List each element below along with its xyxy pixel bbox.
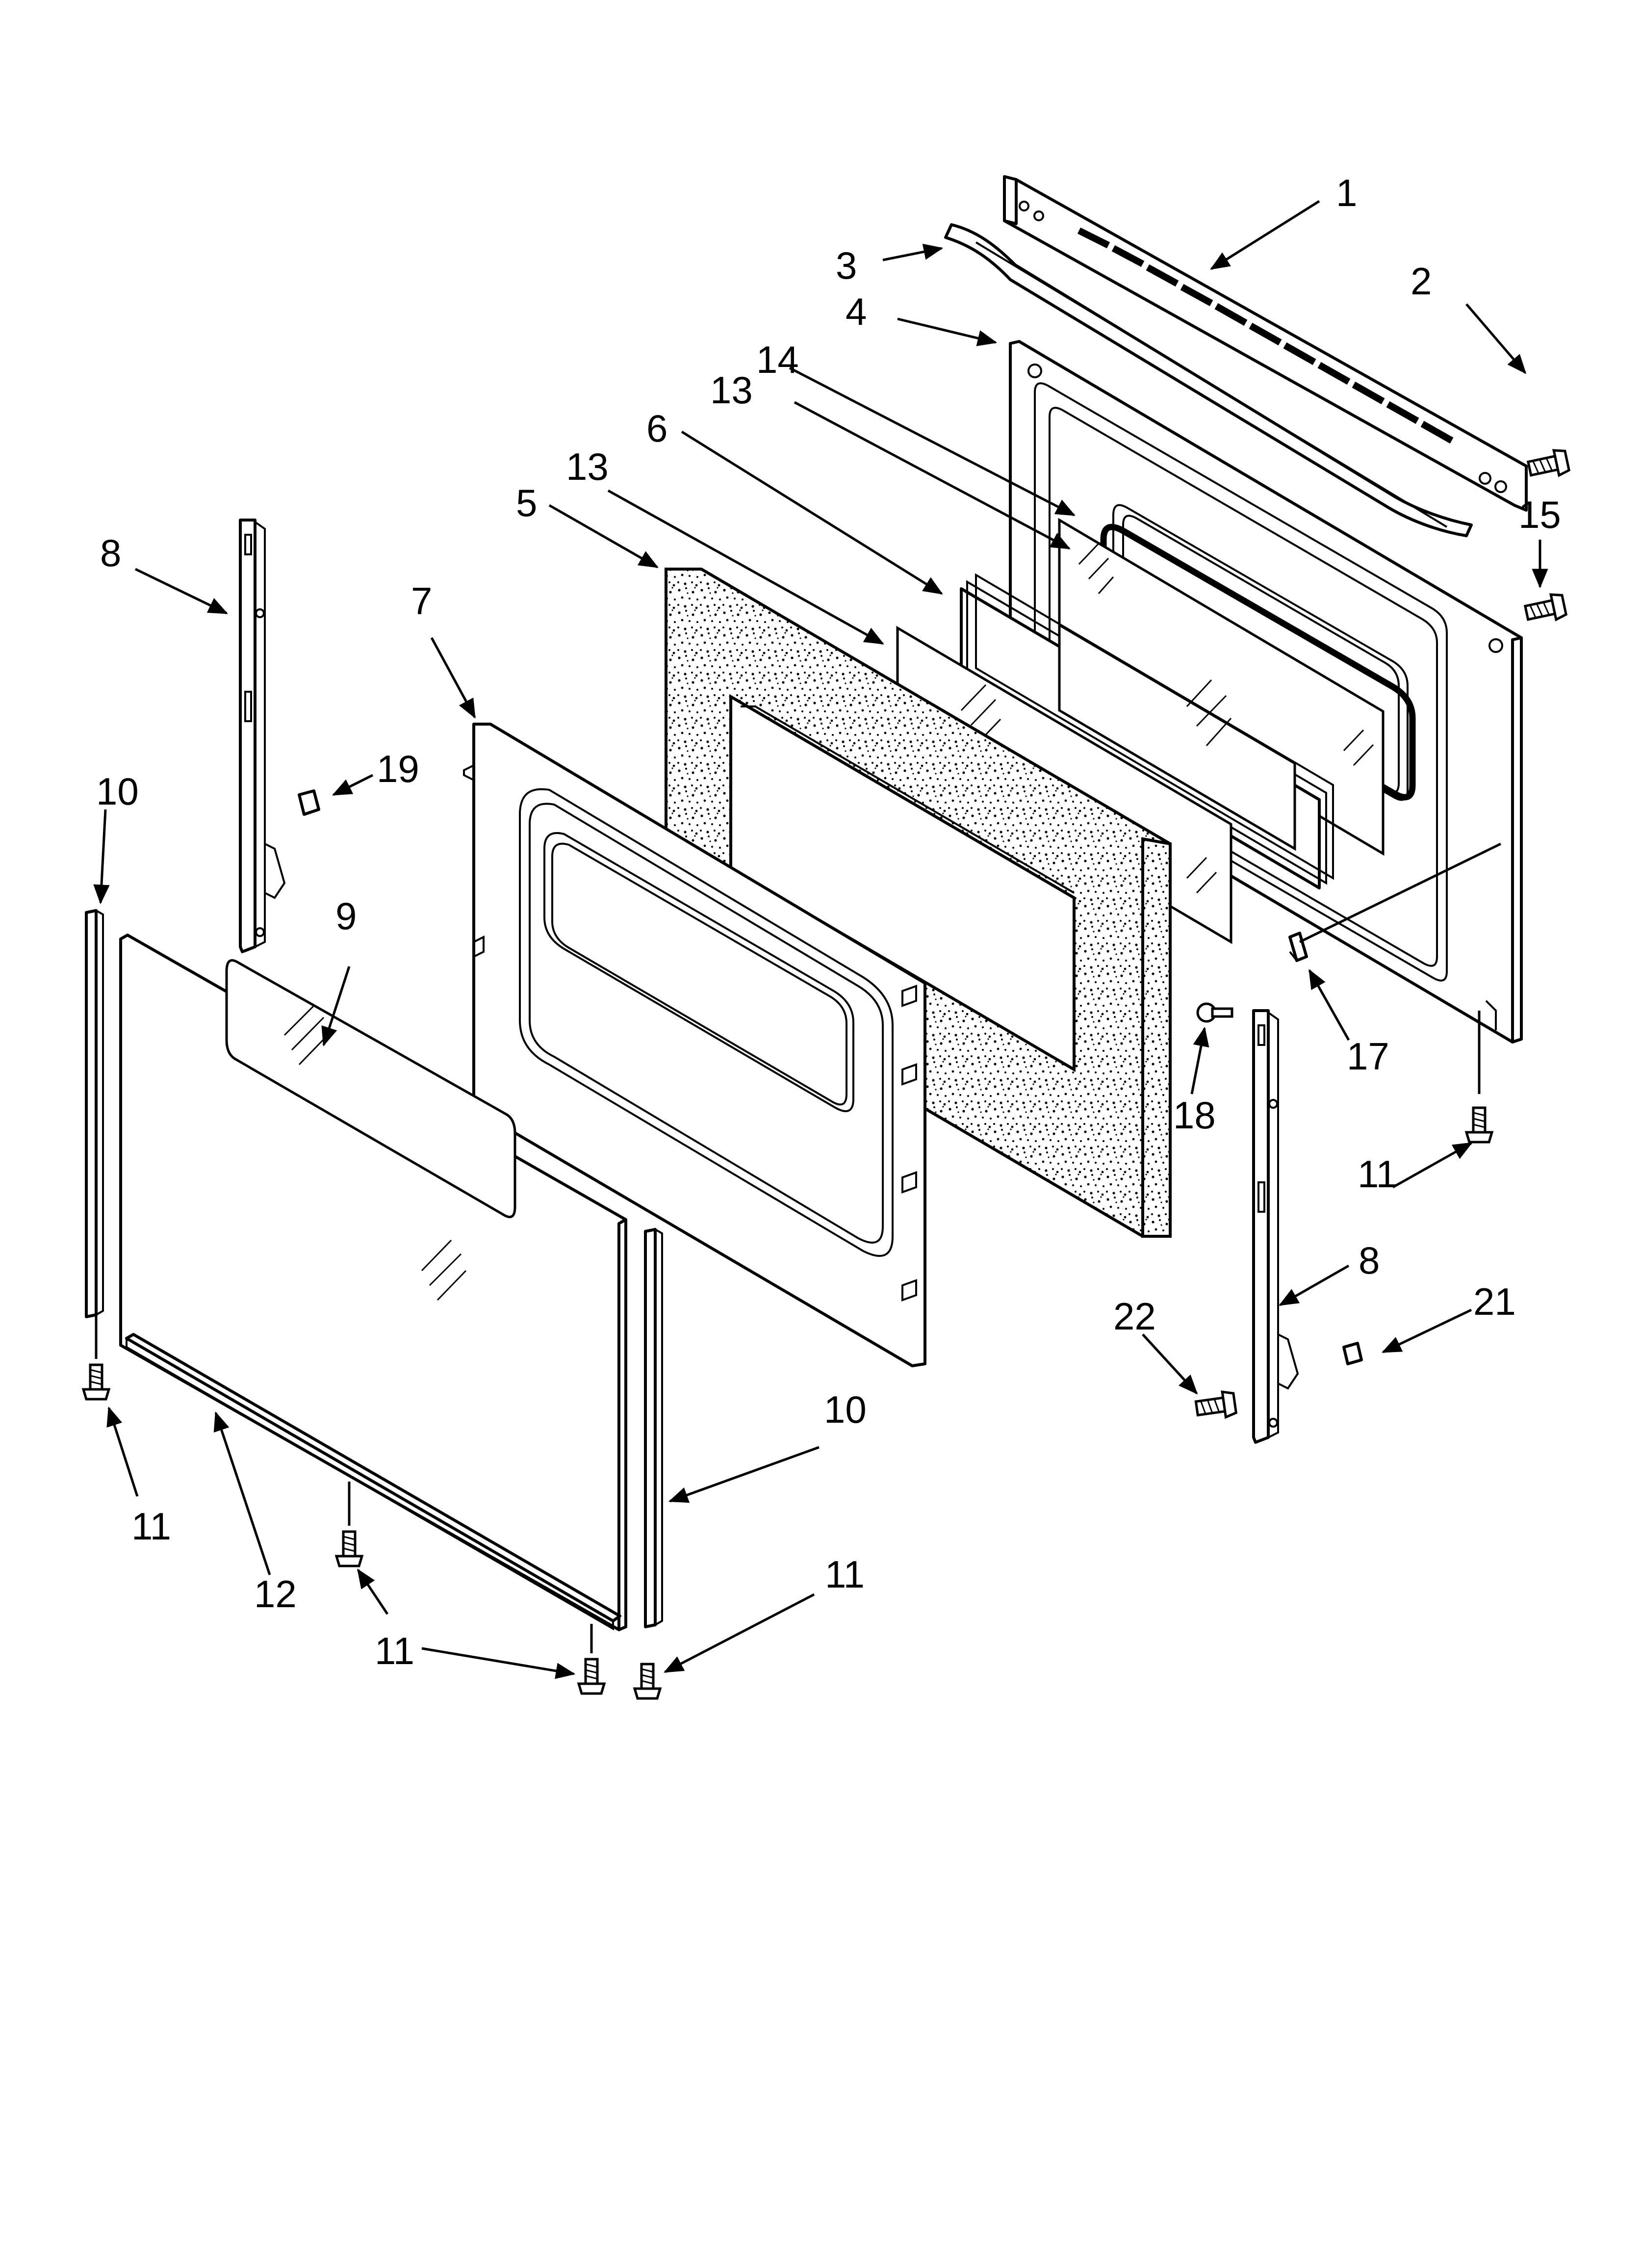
callout-12: 12 [254, 1572, 297, 1616]
screw-22 [1195, 1390, 1236, 1421]
door-hinge-left [239, 519, 286, 953]
callout-21: 21 [1473, 1280, 1516, 1323]
callout-6: 6 [646, 407, 667, 450]
door-handle [944, 223, 1473, 537]
door-clip-19 [298, 789, 320, 816]
screw-11-left [83, 1365, 109, 1399]
screw-11-bottom-center [336, 1532, 362, 1566]
callout-13-upper: 13 [710, 368, 753, 412]
callout-9: 9 [335, 894, 357, 938]
callout-3: 3 [836, 244, 857, 287]
inner-glass-upper [1058, 518, 1385, 856]
callout-18: 18 [1173, 1094, 1216, 1137]
callout-10-right: 10 [824, 1388, 867, 1431]
callout-4: 4 [846, 290, 867, 333]
leader-lines [93, 200, 1548, 1679]
callout-2: 2 [1411, 260, 1432, 303]
door-hinge-right [1252, 1009, 1299, 1444]
callout-14: 14 [756, 338, 799, 381]
callout-8-left: 8 [100, 531, 121, 574]
outer-glass-panel [119, 934, 627, 1631]
glass-pack-frame [960, 573, 1374, 889]
vent-trim-top-panel [1003, 175, 1528, 512]
screw-18 [1196, 1002, 1233, 1023]
callout-22: 22 [1113, 1295, 1156, 1338]
callout-11-bottom-center: 11 [375, 1629, 414, 1672]
bottom-trim [125, 1333, 621, 1631]
door-clip-21 [1342, 1342, 1363, 1365]
side-trim-right [644, 1227, 663, 1628]
side-trim-left [85, 909, 104, 1318]
callout-10-left: 10 [96, 770, 139, 813]
callout-1: 1 [1336, 171, 1357, 214]
callout-17: 17 [1347, 1035, 1389, 1078]
callout-11-left: 11 [131, 1505, 171, 1548]
door-insulation [665, 568, 1172, 1238]
screw-11-right-upper [1466, 1108, 1492, 1142]
callout-13-lower: 13 [566, 445, 609, 488]
door-clip-17 [1288, 932, 1308, 962]
callout-11-right: 11 [1358, 1152, 1397, 1196]
callout-8-right: 8 [1359, 1239, 1380, 1282]
screw-11-bottom-mid [579, 1659, 604, 1694]
screw-2 [1527, 448, 1569, 481]
callout-19: 19 [377, 747, 419, 790]
callout-15: 15 [1518, 493, 1561, 536]
screw-15 [1524, 592, 1566, 625]
callout-labels: 1 2 3 4 13 14 6 13 5 15 8 7 19 10 9 17 1… [96, 171, 1561, 1672]
callout-7: 7 [411, 579, 432, 623]
callout-11-bottom-right: 11 [825, 1553, 865, 1596]
screw-11-bottom-right [635, 1664, 660, 1698]
callout-5: 5 [516, 481, 537, 524]
vent-slots [1077, 227, 1454, 444]
